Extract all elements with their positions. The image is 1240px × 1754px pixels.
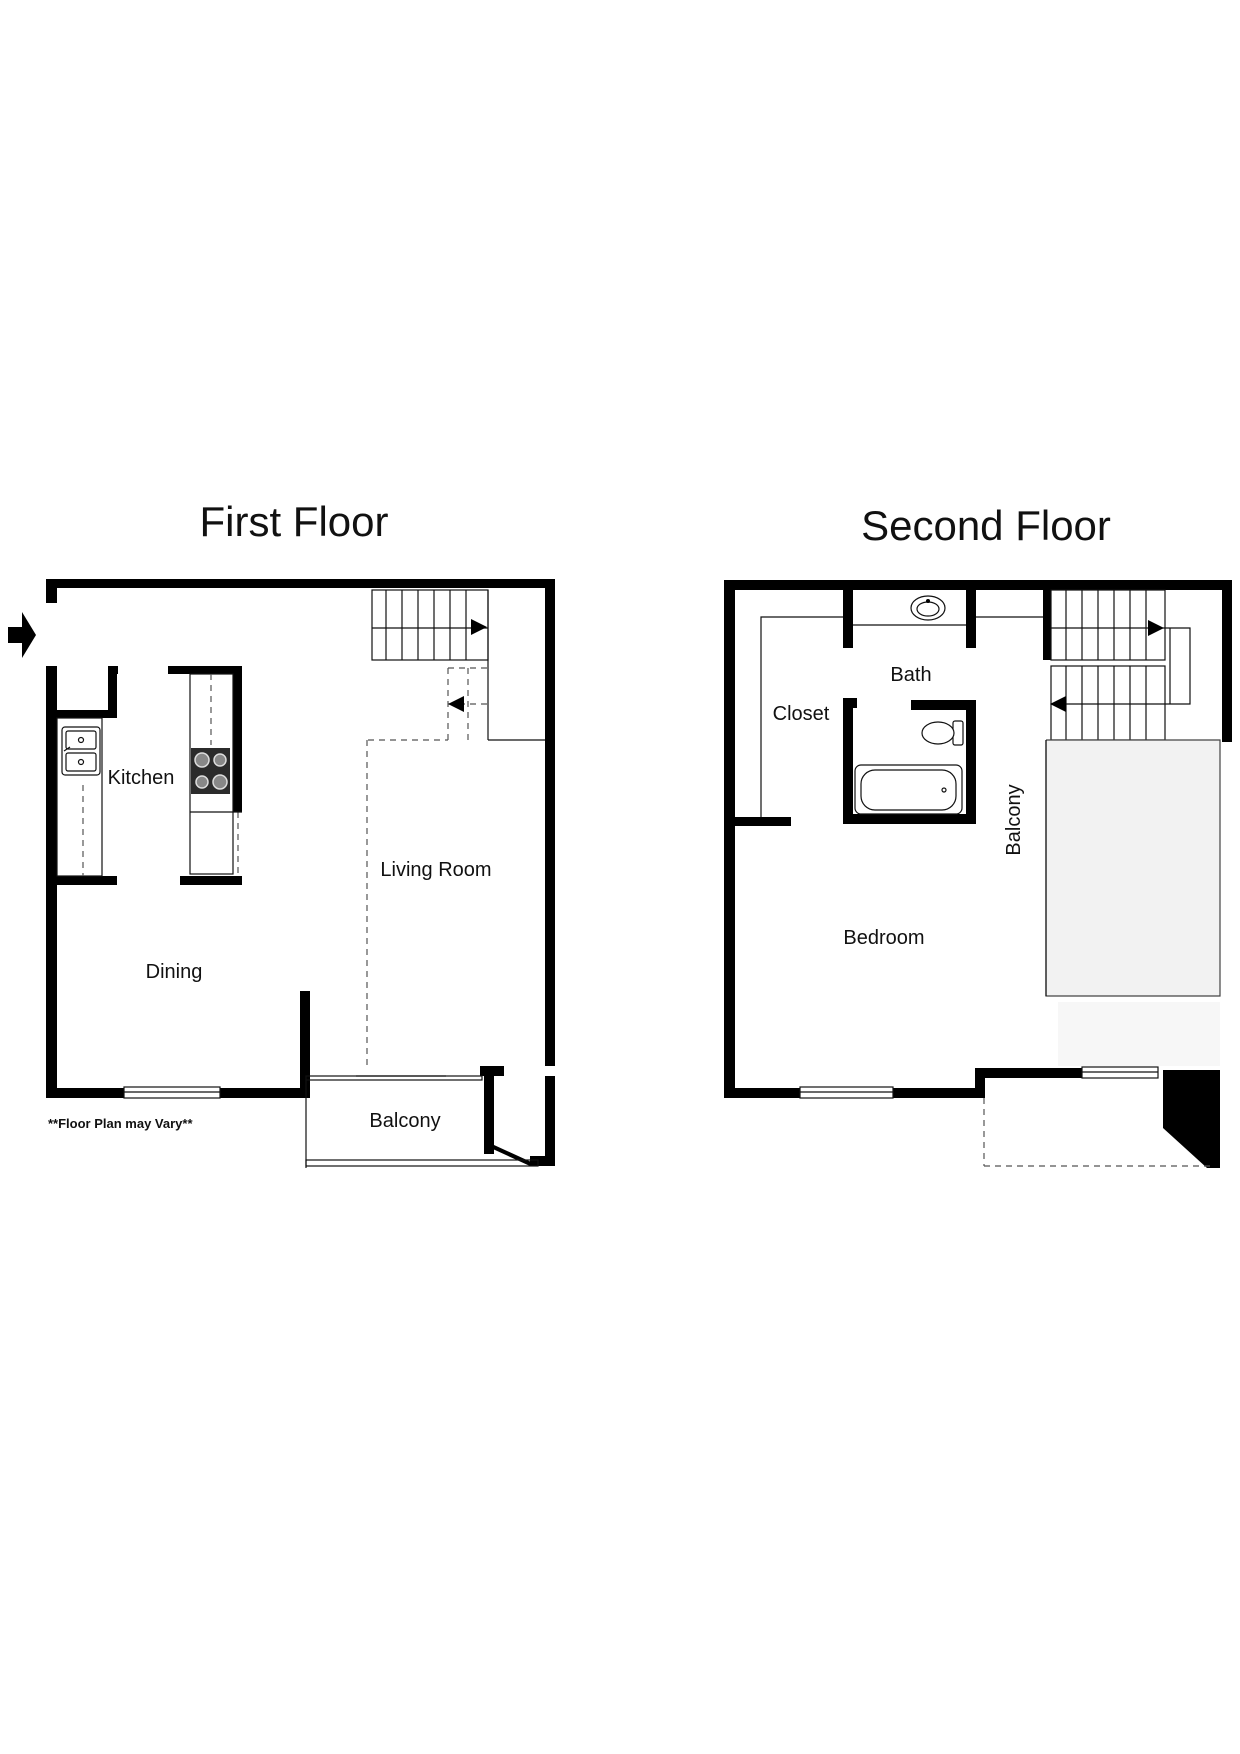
second-floor-title: Second Floor [861,502,1111,549]
second-floor-plan: Second Floor [724,502,1232,1168]
toilet-icon [921,720,964,746]
first-floor-title: First Floor [200,498,389,545]
open-to-below-area [1045,739,1221,1066]
first-floor-stairs [371,589,545,741]
first-floor-balcony-area [305,1075,539,1168]
kitchen-label: Kitchen [108,767,175,789]
stove-icon [191,748,230,794]
bathtub-icon [854,764,963,815]
stairs-arrow-icon [448,696,464,712]
first-floor-plan: First Floor [8,498,555,1168]
stairs-arrow-icon [1148,620,1164,636]
kitchen-counters [56,673,242,877]
dining-label: Dining [146,961,203,983]
washbasin-icon [853,595,966,626]
second-floor-stairs [1050,589,1191,741]
first-floor-window [123,1086,221,1099]
stairs-arrow-icon [471,619,487,635]
first-floor-walls [46,579,555,1166]
living-room-label: Living Room [380,859,491,881]
first-floor-balcony-label: Balcony [369,1110,440,1132]
floor-plan-note: **Floor Plan may Vary** [48,1116,193,1131]
second-floor-walls [724,580,1232,1168]
second-floor-windows [799,1066,1159,1099]
bedroom-label: Bedroom [843,927,924,949]
closet-label: Closet [773,703,830,725]
second-floor-balcony-label: Balcony [1003,784,1025,855]
stairs-arrow-icon [1050,696,1066,712]
bath-label: Bath [890,664,931,686]
closet-area [760,616,1043,817]
living-room-boundary [366,739,448,1070]
sink-icon [61,726,101,776]
entry-arrow-icon [8,612,36,658]
second-floor-balcony-outline [983,1098,1210,1167]
